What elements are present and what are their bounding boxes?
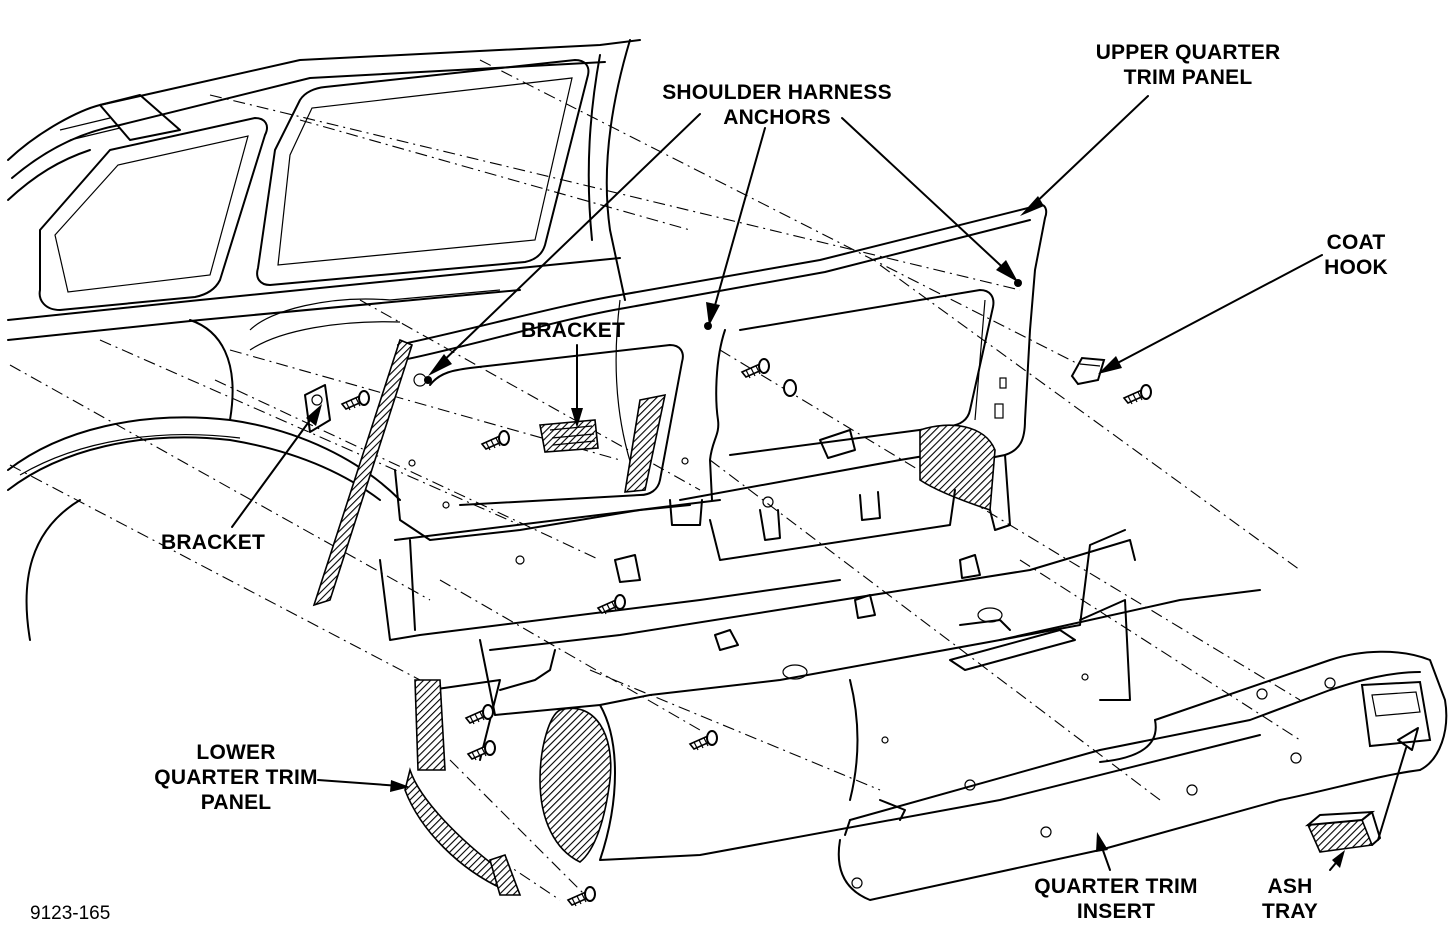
label-lower-quarter-trim-panel: LOWER QUARTER TRIM PANEL <box>154 741 318 814</box>
lower-quarter-trim-panel <box>404 529 1261 896</box>
label-coat-hook: COAT HOOK <box>1324 231 1388 279</box>
label-bracket-upper: BRACKET <box>520 319 626 342</box>
figure-code: 9123-165 <box>30 903 111 924</box>
label-upper-quarter-trim-panel: UPPER QUARTER TRIM PANEL <box>1095 41 1281 89</box>
leader-lines <box>231 95 1407 871</box>
quarter-trim-insert <box>837 650 1448 901</box>
coat-hook <box>1070 356 1106 386</box>
label-ash-tray: ASH TRAY <box>1261 875 1319 923</box>
screws <box>341 358 1152 907</box>
bracket-center <box>539 419 599 453</box>
ash-tray <box>1304 810 1381 853</box>
label-shoulder-harness-anchors: SHOULDER HARNESS ANCHORS <box>662 81 892 129</box>
label-bracket-left: BRACKET <box>160 531 266 554</box>
label-quarter-trim-insert: QUARTER TRIM INSERT <box>1034 875 1198 923</box>
vehicle-body <box>7 39 641 641</box>
